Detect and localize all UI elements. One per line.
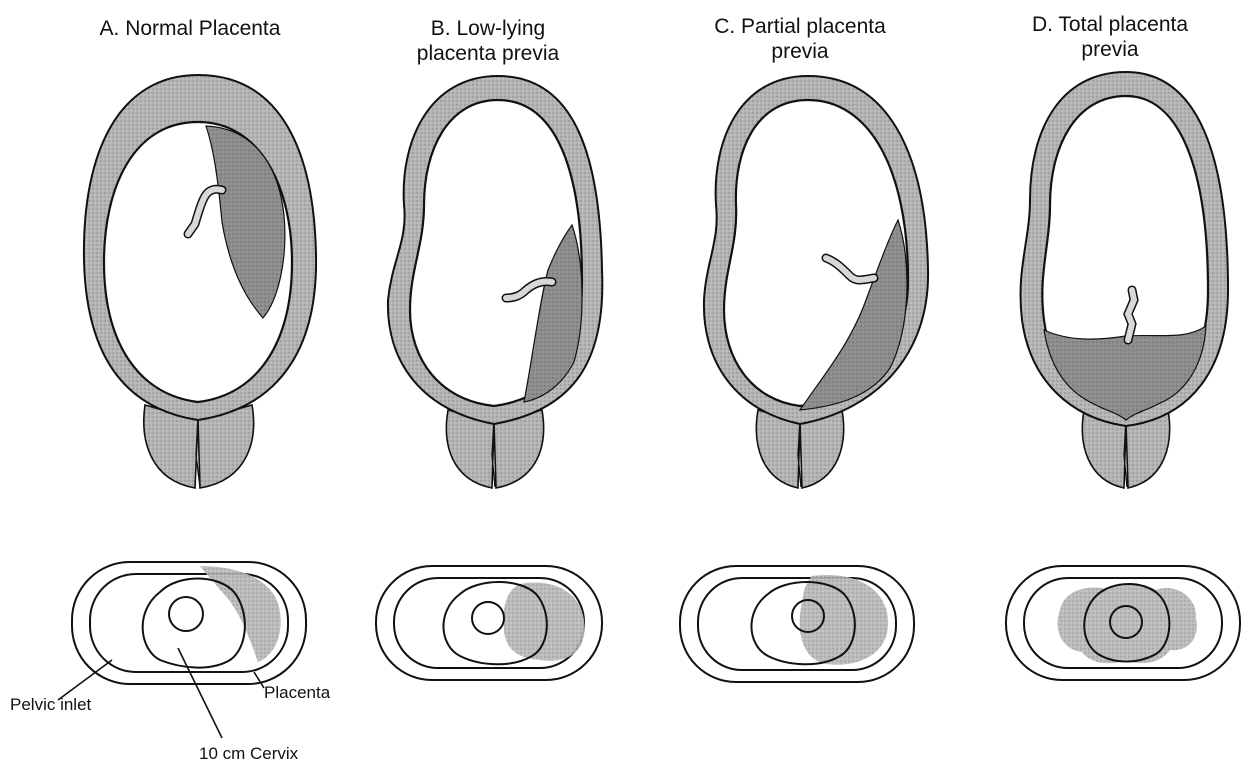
cervix-label: 10 cm Cervix bbox=[199, 744, 298, 764]
pelvic-view-d bbox=[1006, 566, 1240, 680]
pelvic-view-c bbox=[680, 566, 914, 682]
pelvic-view-a bbox=[58, 562, 306, 738]
uterus-d bbox=[1021, 72, 1228, 488]
uterus-a bbox=[84, 75, 316, 488]
placenta-label: Placenta bbox=[264, 683, 330, 703]
pelvic-view-b bbox=[376, 566, 602, 680]
pelvic-inlet-label: Pelvic inlet bbox=[10, 695, 91, 715]
uterus-b bbox=[388, 76, 602, 488]
uterus-c bbox=[704, 76, 928, 488]
